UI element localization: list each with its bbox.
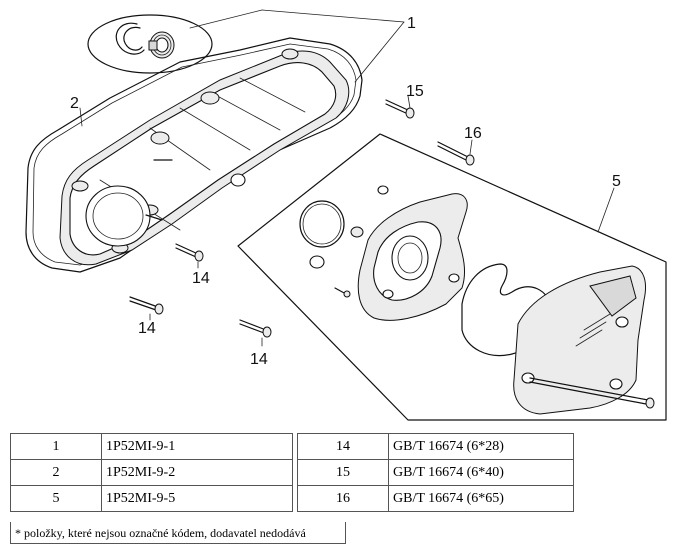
exploded-view-diagram: 1 2 15 — [25, 9, 667, 421]
part-number: 15 — [297, 459, 389, 486]
part-number: 5 — [10, 485, 102, 512]
outer-cover — [513, 265, 655, 415]
part-code: 1P52MI-9-1 — [101, 433, 293, 460]
gasket — [461, 263, 554, 357]
footnote: * položky, které nejsou označné kódem, d… — [10, 522, 346, 544]
detail-frame-5 — [237, 133, 667, 421]
inner-cover — [357, 193, 468, 321]
bolt-14b — [129, 296, 164, 315]
part-number: 2 — [10, 459, 102, 486]
leader-5 — [597, 187, 615, 233]
callout-14a: 14 — [192, 270, 210, 287]
table-row: 2 1P52MI-9-2 15 GB/T 16674 (6*40) — [10, 459, 574, 486]
leader-16 — [469, 139, 473, 155]
part-code: GB/T 16674 (6*28) — [388, 433, 574, 460]
bolt-14a — [175, 243, 204, 262]
leader-15 — [407, 95, 411, 109]
bolt-14c — [239, 319, 272, 338]
callout-14b: 14 — [138, 320, 156, 337]
part-number: 16 — [297, 485, 389, 512]
small-parts — [299, 185, 389, 298]
parts-table: 1 1P52MI-9-1 14 GB/T 16674 (6*28) 2 1P52… — [10, 433, 574, 512]
callout-5: 5 — [612, 173, 621, 190]
bolt-15 — [385, 99, 415, 119]
part-code: GB/T 16674 (6*40) — [388, 459, 574, 486]
bolt-16 — [437, 141, 475, 166]
part-code: 1P52MI-9-5 — [101, 485, 293, 512]
callout-1: 1 — [407, 15, 416, 32]
callout-16: 16 — [464, 125, 482, 142]
table-row: 5 1P52MI-9-5 16 GB/T 16674 (6*65) — [10, 485, 574, 512]
callout-2: 2 — [70, 95, 79, 112]
leader-2 — [79, 107, 83, 127]
leader-1 — [189, 9, 405, 83]
part-code: GB/T 16674 (6*65) — [388, 485, 574, 512]
crankcase-cover — [25, 37, 363, 273]
callout-15: 15 — [406, 83, 424, 100]
part-code: 1P52MI-9-2 — [101, 459, 293, 486]
inset-circlip-bearing — [87, 14, 213, 74]
callout-14c: 14 — [250, 351, 268, 368]
part-number: 14 — [297, 433, 389, 460]
table-row: 1 1P52MI-9-1 14 GB/T 16674 (6*28) — [10, 433, 574, 460]
part-number: 1 — [10, 433, 102, 460]
